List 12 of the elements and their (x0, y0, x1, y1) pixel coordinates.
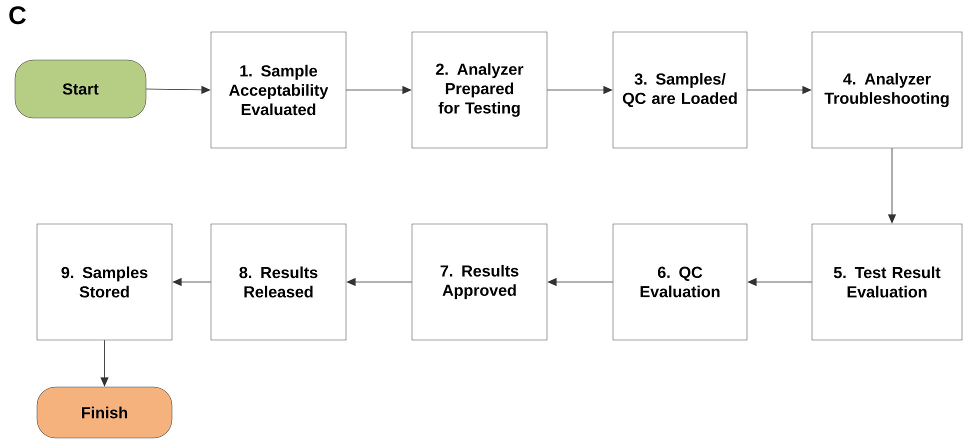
process-box: 8. Results Released (210, 224, 346, 340)
start-terminal: Start (14, 60, 146, 118)
process-box: 2. Analyzer Prepared for Testing (412, 32, 548, 148)
process-box: 3. Samples/ QC are Loaded (612, 32, 748, 148)
process-box: 1. Sample Acceptability Evaluated (210, 32, 346, 148)
process-box: 7. Results Approved (412, 224, 548, 340)
process-box: 4. Analyzer Troubleshooting (812, 32, 962, 148)
process-box: 5. Test Result Evaluation (812, 224, 962, 340)
process-box: 9. Samples Stored (36, 224, 172, 340)
end-terminal: Finish (36, 386, 172, 438)
panel-label: C (9, 6, 26, 24)
process-box: 6. QC Evaluation (612, 224, 748, 340)
